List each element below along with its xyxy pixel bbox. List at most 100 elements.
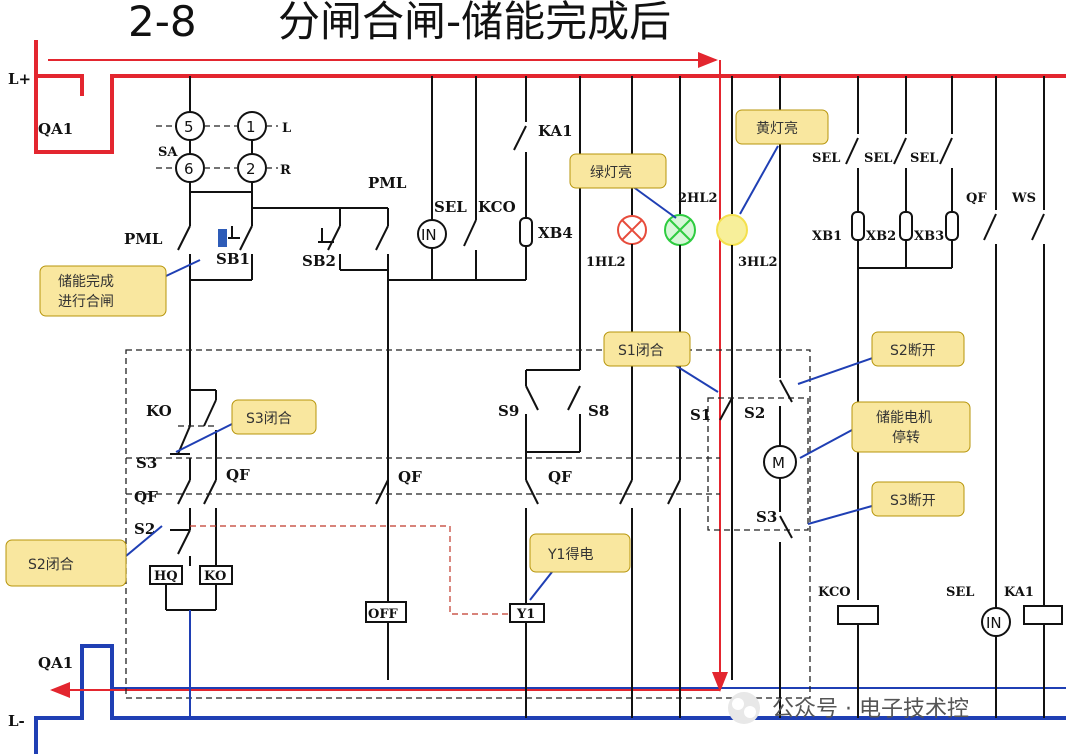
sa-right-label: R — [280, 163, 291, 178]
callout-s3-closed-text: S3闭合 — [246, 411, 292, 427]
watermark: 公众号 · 电子技术控 — [728, 692, 969, 724]
callout-yellow-lamp: 黄灯亮 — [735, 109, 829, 145]
callout-s3-open-text: S3断开 — [890, 493, 936, 509]
sa-left-label: L — [282, 121, 291, 136]
watermark-text: 公众号 · 电子技术控 — [772, 697, 969, 722]
s2-signal-path — [190, 525, 512, 615]
ko-left-label: KO — [146, 402, 172, 420]
qa1-label-bottom: QA1 — [38, 654, 73, 672]
positive-bus-label: L+ — [8, 70, 31, 88]
page-title: 分闸合闸-储能完成后 — [278, 0, 671, 46]
callout-yellow-lamp-text: 黄灯亮 — [756, 120, 798, 137]
qf-left-label-b: QF — [226, 466, 250, 484]
xb4-link — [519, 217, 533, 247]
callout-store-done-line1: 储能完成 — [58, 274, 114, 290]
callout-s1-closed-text: S1闭合 — [618, 343, 664, 359]
callout-store-done: 储能完成 进行合闸 — [39, 265, 167, 317]
in-bottom-label: IN — [986, 614, 1002, 632]
motor-branch: S1 S2 M S3 — [690, 76, 809, 718]
sa-label: SA — [158, 145, 178, 160]
sel-b-label: SEL — [864, 151, 892, 166]
xb2-label: XB2 — [866, 229, 896, 244]
callout-s2-open: S2断开 — [871, 331, 965, 367]
positive-bus: L+ QA1 — [8, 40, 1066, 154]
callout-green-lamp: 绿灯亮 — [569, 153, 667, 189]
callout-s2-open-text: S2断开 — [890, 343, 936, 359]
s9-label: S9 — [498, 402, 519, 420]
s1-label: S1 — [690, 406, 711, 424]
kco-label: KCO — [478, 198, 516, 216]
sa-contact-6: 6 — [184, 160, 194, 178]
y1-branch: S9 S8 QF Y1 — [498, 369, 609, 718]
callout-y1-energized-text: Y1得电 — [547, 546, 593, 563]
mechanism-box — [125, 349, 811, 699]
sa-contact-1: 1 — [246, 118, 256, 136]
sel-bottom-label: SEL — [946, 585, 974, 600]
motor-label: M — [772, 454, 785, 472]
xb3-label: XB3 — [914, 229, 944, 244]
sa-switch: 5 1 6 2 SA L R — [156, 76, 291, 183]
sel-c-label: SEL — [910, 151, 938, 166]
hl2-label: 2HL2 — [678, 191, 718, 206]
ka1-coil-label: KA1 — [1004, 585, 1034, 600]
trip-branch: OFF QF — [365, 468, 422, 623]
negative-bus-label: L- — [8, 712, 25, 730]
qf-mid-b-label: QF — [548, 468, 572, 486]
s8-label: S8 — [588, 402, 609, 420]
callout-s3-open: S3断开 — [871, 481, 965, 517]
s3-right-label: S3 — [756, 508, 777, 526]
s3-left-label: S3 — [136, 454, 157, 472]
pml-left-label: PML — [124, 230, 163, 248]
ws-label: WS — [1011, 191, 1036, 206]
bottom-right-coils: KCO IN SEL KA1 — [818, 585, 1063, 718]
negative-bus: L- QA1 — [8, 644, 1066, 754]
xb1-label: XB1 — [812, 229, 842, 244]
pml-right-label: PML — [368, 174, 407, 192]
callout-motor-stop-line2: 停转 — [892, 429, 920, 446]
hl1-label: 1HL2 — [586, 255, 626, 270]
qf-mid-a-label: QF — [398, 468, 422, 486]
hq-coil-label: HQ — [154, 569, 178, 584]
callout-s1-closed: S1闭合 — [603, 331, 691, 367]
sb1-button — [218, 229, 227, 247]
sa-contact-2: 2 — [246, 160, 256, 178]
in-meter-label: IN — [421, 226, 437, 244]
sb2-label: SB2 — [302, 252, 336, 270]
qf-top-label: QF — [966, 191, 987, 206]
ka1-label: KA1 — [538, 122, 573, 140]
off-coil — [365, 601, 407, 623]
ko-coil-label: KO — [204, 569, 226, 584]
callout-y1-energized: Y1得电 — [529, 533, 631, 573]
kco-coil — [837, 605, 879, 625]
kco-coil-label: KCO — [818, 585, 851, 600]
indicator-lamps: 1HL2 2HL2 3HL2 — [579, 76, 778, 680]
s2-left-label: S2 — [134, 520, 155, 538]
sa-contact-5: 5 — [184, 118, 194, 136]
sb1-label: SB1 — [216, 250, 250, 268]
closing-coil-branch: KO S3 QF QF S2 HQ KO — [126, 389, 720, 718]
sel-label: SEL — [434, 198, 467, 216]
qa1-label-top: QA1 — [38, 120, 73, 138]
closing-branch: PML SB1 SB2 PML — [124, 174, 526, 680]
wechat-icon — [728, 692, 760, 724]
callout-store-done-line2: 进行合闸 — [58, 294, 114, 310]
off-coil-label: OFF — [368, 607, 399, 622]
current-path — [48, 52, 728, 698]
yellow-lamp — [716, 214, 748, 246]
protection-branches: IN SEL KCO KA1 XB4 — [417, 76, 573, 280]
callout-s2-closed: S2闭合 — [5, 539, 127, 587]
ka1-coil — [1023, 605, 1063, 625]
xb3-link — [945, 211, 959, 241]
qf-left-label: QF — [134, 488, 158, 506]
xb1-link — [851, 211, 865, 241]
y1-coil-label: Y1 — [516, 607, 535, 622]
title-number: 2-8 — [128, 0, 197, 46]
lamp-qf-contacts — [619, 479, 681, 718]
callout-s2-closed-text: S2闭合 — [28, 557, 74, 573]
xb2-link — [899, 211, 913, 241]
callout-green-lamp-text: 绿灯亮 — [590, 164, 632, 181]
sel-a-label: SEL — [812, 151, 840, 166]
callout-motor-stop-line1: 储能电机 — [876, 410, 932, 426]
